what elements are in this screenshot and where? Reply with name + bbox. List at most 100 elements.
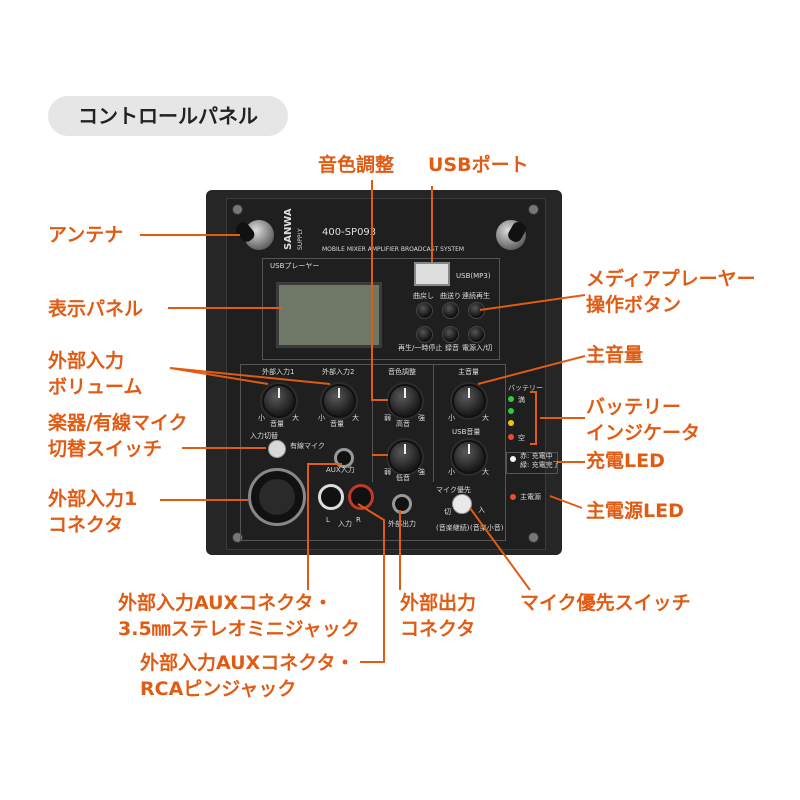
- bass-weak: 弱: [384, 468, 391, 476]
- record-button[interactable]: [442, 326, 459, 343]
- combo-jack[interactable]: [248, 468, 306, 526]
- callout-master: 主音量: [586, 344, 644, 366]
- battery-label: バッテリー: [508, 384, 543, 392]
- ext-out-label: 外部出力: [388, 520, 416, 528]
- main-power-label: 主電源: [520, 493, 541, 501]
- lcd-display: [276, 282, 382, 348]
- battery-led-1: [508, 396, 514, 402]
- usb-vol-label: USB音量: [452, 428, 481, 436]
- ext2-label: 外部入力2: [322, 368, 355, 376]
- callout-ext-volume-1: 外部入力: [48, 350, 125, 372]
- callout-aux35-1: 外部入力AUXコネクタ・: [118, 592, 333, 614]
- aux-r-label: R: [356, 516, 361, 524]
- external-out-jack[interactable]: [392, 494, 412, 514]
- mic-off-label: 切: [444, 508, 451, 516]
- brand-logo: SANWA: [283, 208, 294, 250]
- master-small: 小: [448, 414, 455, 422]
- ext1-small: 小: [258, 414, 265, 422]
- callout-usb-port: USBポート: [428, 154, 529, 176]
- btn-power-label: 電源入/切: [462, 344, 493, 352]
- usb-volume-knob[interactable]: [452, 440, 486, 474]
- btn-play-label: 再生/一時停止: [398, 344, 443, 352]
- usb-mp3-label: USB(MP3): [456, 272, 491, 280]
- btn-next-label: 曲送り: [440, 292, 461, 300]
- mic-priority-switch[interactable]: [452, 494, 472, 514]
- callout-switch-2: 切替スイッチ: [48, 438, 163, 460]
- ext1-volume-knob[interactable]: [262, 384, 296, 418]
- tone-label: 音色調整: [388, 368, 416, 376]
- callout-media-1: メディアプレーヤー: [586, 268, 756, 290]
- callout-display: 表示パネル: [48, 298, 144, 320]
- callout-charge-led: 充電LED: [586, 450, 665, 472]
- play-pause-button[interactable]: [416, 326, 433, 343]
- callout-power-led: 主電源LED: [586, 500, 684, 522]
- callout-media-2: 操作ボタン: [586, 294, 682, 316]
- callout-out-1: 外部出力: [400, 592, 477, 614]
- battery-led-2: [508, 408, 514, 414]
- usb-vol-large: 大: [482, 468, 489, 476]
- charging-text: 赤: 充電中: [520, 452, 553, 460]
- treble-word: 高音: [396, 420, 410, 428]
- callout-antenna: アンテナ: [48, 224, 124, 246]
- charge-led: [510, 456, 516, 462]
- master-label: 主音量: [458, 368, 479, 376]
- callout-rca-2: RCAピンジャック: [140, 678, 297, 700]
- ext2-vol-word: 音量: [330, 420, 344, 428]
- btn-rec-label: 録音: [445, 344, 459, 352]
- mic-on-mode: (音楽小音): [470, 524, 504, 532]
- master-volume-knob[interactable]: [452, 384, 486, 418]
- prev-button[interactable]: [416, 302, 433, 319]
- model-number: 400-SP093: [322, 227, 377, 238]
- screw: [528, 532, 539, 543]
- brand-sub: SUPPLY: [297, 228, 304, 250]
- repeat-button[interactable]: [468, 302, 485, 319]
- callout-tone: 音色調整: [318, 154, 395, 176]
- ext2-large: 大: [352, 414, 359, 422]
- callout-connector-2: コネクタ: [48, 514, 124, 536]
- treble-weak: 弱: [384, 414, 391, 422]
- ext2-volume-knob[interactable]: [322, 384, 356, 418]
- next-button[interactable]: [442, 302, 459, 319]
- rca-jack-right[interactable]: [348, 484, 374, 510]
- rca-jack-left[interactable]: [318, 484, 344, 510]
- section-heading: コントロールパネル: [48, 96, 288, 136]
- main-power-led: [510, 494, 516, 500]
- charge-indicator-frame: [506, 452, 558, 474]
- aux-l-label: L: [326, 516, 330, 524]
- bass-word: 低音: [396, 474, 410, 482]
- tone-section-frame: [372, 364, 434, 482]
- model-tagline: MOBILE MIXER AMPLIFIER BROADCAST SYSTEM: [322, 246, 465, 253]
- usb-vol-small: 小: [448, 468, 455, 476]
- aux-in-label: AUX入力: [326, 466, 355, 474]
- master-large: 大: [482, 414, 489, 422]
- usb-port[interactable]: [414, 262, 450, 286]
- ext2-small: 小: [318, 414, 325, 422]
- treble-knob[interactable]: [388, 384, 422, 418]
- callout-connector-1: 外部入力1: [48, 488, 138, 510]
- callout-battery-1: バッテリー: [586, 396, 682, 418]
- battery-empty: 空: [518, 434, 525, 442]
- treble-strong: 強: [418, 414, 425, 422]
- aux-mini-jack[interactable]: [334, 448, 354, 468]
- btn-prev-label: 曲戻し: [413, 292, 434, 300]
- ext1-large: 大: [292, 414, 299, 422]
- battery-full: 満: [518, 396, 525, 404]
- mic-off-mode: (音楽継続): [436, 524, 470, 532]
- input-switch-label: 入力切替: [250, 432, 278, 440]
- mic-on-label: 入: [478, 506, 485, 514]
- battery-led-3: [508, 420, 514, 426]
- instrument-mic-switch[interactable]: [268, 440, 286, 458]
- battery-led-4: [508, 434, 514, 440]
- callout-out-2: コネクタ: [400, 618, 476, 640]
- charged-text: 緑: 充電完了: [520, 461, 560, 469]
- bass-strong: 強: [418, 468, 425, 476]
- callout-mic-priority: マイク優先スイッチ: [520, 592, 691, 614]
- bass-knob[interactable]: [388, 440, 422, 474]
- mic-priority-label: マイク優先: [436, 486, 471, 494]
- callout-ext-volume-2: ボリューム: [48, 376, 143, 398]
- callout-battery-2: インジケータ: [586, 422, 701, 444]
- usb-player-title: USBプレーヤー: [270, 262, 320, 270]
- power-button[interactable]: [468, 326, 485, 343]
- callout-aux35-2: 3.5㎜ステレオミニジャック: [118, 618, 360, 640]
- screw: [232, 204, 243, 215]
